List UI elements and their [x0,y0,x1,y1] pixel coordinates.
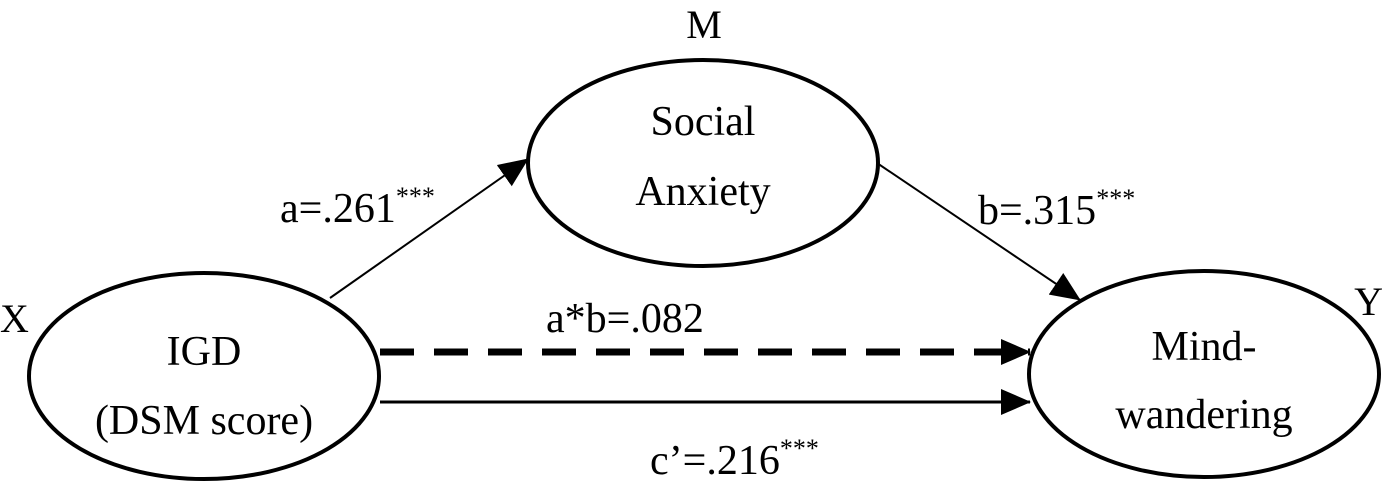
x-node-label-line1: IGD [167,329,242,375]
path-b-significance: *** [1096,184,1135,213]
path-a-significance: *** [396,182,435,211]
m-node-letter: M [686,2,722,47]
y-node-label-line2: wandering [1115,392,1292,438]
x-node-letter: X [0,296,29,341]
m-node-label-line1: Social [651,99,756,145]
y-node-ellipse [1027,269,1381,479]
y-node-letter: Y [1354,279,1383,324]
path-a-value: a=.261 [280,186,396,232]
direct-effect-significance: *** [780,434,819,463]
path-a-coefficient: a=.261*** [280,182,435,232]
path-a-arrow [329,158,529,299]
x-node-ellipse [27,271,381,481]
path-b-arrow [876,162,1081,301]
path-b-value: b=.315 [978,188,1096,234]
m-node-ellipse [526,58,880,268]
direct-effect-value: c’=.216 [650,438,780,484]
y-node-label-line1: Mind- [1152,324,1257,370]
direct-effect-coefficient: c’=.216*** [650,434,819,484]
m-node-label-line2: Anxiety [635,169,770,215]
indirect-effect-label: a*b=.082 [546,296,704,342]
x-node-label-line2: (DSM score) [95,398,313,444]
path-b-coefficient: b=.315*** [978,184,1135,234]
